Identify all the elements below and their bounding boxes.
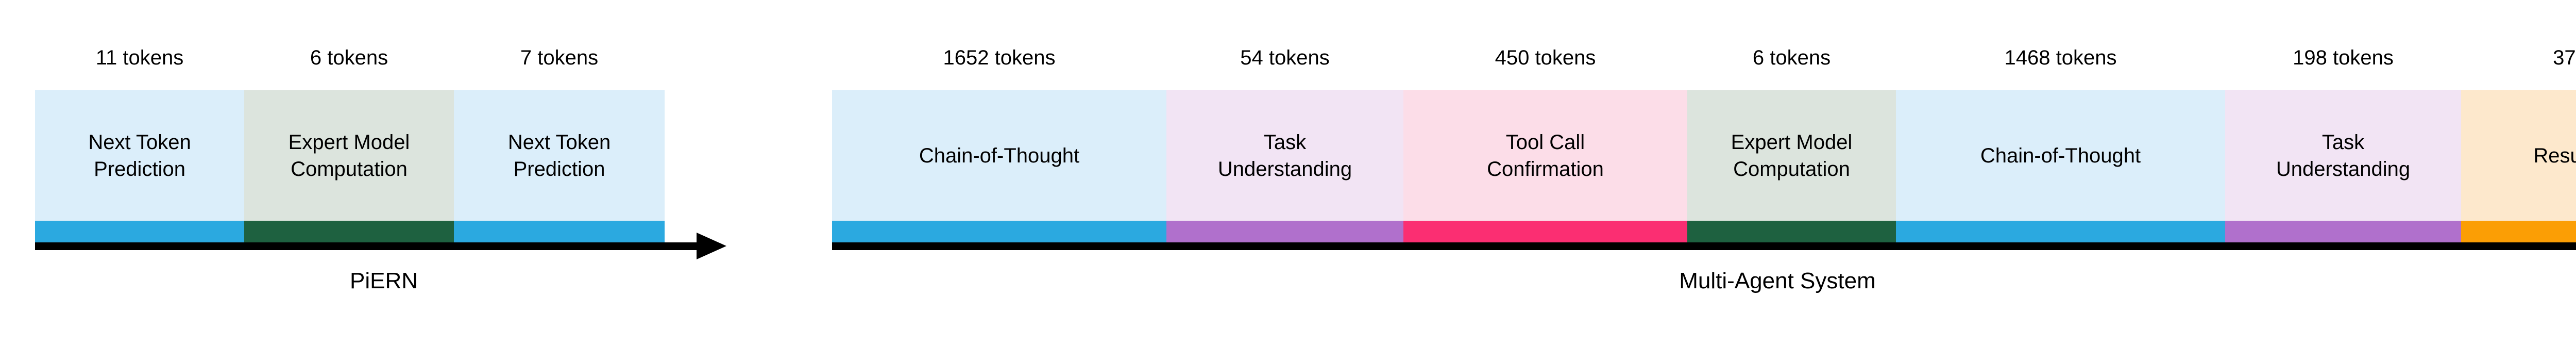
stage-block: Expert Model Computation [1687,90,1896,221]
stage-block-label: Task Understanding [1217,130,1352,180]
strip-segment [35,221,244,242]
stage-block-label: Result Analysis [2533,144,2576,167]
token-counts-multi-agent: 1652 tokens 54 tokens 450 tokens 6 token… [832,47,2576,78]
stage-block-label: Next Token Prediction [88,130,191,180]
timeline-arrow-head [697,233,726,259]
token-count-cell: 54 tokens [1166,47,1403,68]
stage-color-strip-multi-agent [832,221,2576,242]
strip-segment [2225,221,2461,242]
token-count-cell: 1652 tokens [832,47,1166,68]
stage-block: Chain-of-Thought [1896,90,2225,221]
token-count-cell: 371 tokens [2461,47,2576,68]
token-count-cell: 11 tokens [35,47,244,68]
strip-segment [244,221,454,242]
strip-segment [1166,221,1403,242]
strip-segment [454,221,665,242]
timeline-axis-line [832,242,2576,250]
strip-segment [1896,221,2225,242]
strip-segment [1403,221,1687,242]
token-count-cell: 450 tokens [1403,47,1687,68]
stage-block: Task Understanding [2225,90,2461,221]
stage-block: Next Token Prediction [454,90,665,221]
token-count-label: 54 tokens [1240,46,1330,69]
token-count-label: 7 tokens [520,46,599,69]
token-count-cell: 6 tokens [244,47,454,68]
stage-block-label: Chain-of-Thought [1980,144,2141,167]
stage-block: Task Understanding [1166,90,1403,221]
stage-block: Tool Call Confirmation [1403,90,1687,221]
token-count-label: 198 tokens [2293,46,2394,69]
stage-block-label: Tool Call Confirmation [1487,130,1604,180]
stage-block: Next Token Prediction [35,90,244,221]
stage-block: Expert Model Computation [244,90,454,221]
strip-segment [832,221,1166,242]
stage-block-label: Expert Model Computation [1731,130,1853,180]
token-counts-piern: 11 tokens 6 tokens 7 tokens [35,47,665,78]
stage-color-strip-piern [35,221,665,242]
timeline-caption: Multi-Agent System [1679,268,1876,293]
stage-blocks-piern: Next Token Prediction Expert Model Compu… [35,90,665,221]
token-count-cell: 198 tokens [2225,47,2461,68]
stage-block: Chain-of-Thought [832,90,1166,221]
token-count-label: 371 tokens [2553,46,2576,69]
stage-block-label: Chain-of-Thought [919,144,1080,167]
token-count-label: 6 tokens [1752,46,1831,69]
stage-block-label: Task Understanding [2276,130,2411,180]
token-count-label: 6 tokens [310,46,388,69]
token-count-label: 1468 tokens [2004,46,2117,69]
token-count-cell: 6 tokens [1687,47,1896,68]
stage-blocks-multi-agent: Chain-of-Thought Task Understanding Tool… [832,90,2576,221]
timeline-caption: PiERN [349,268,418,293]
strip-segment [1687,221,1896,242]
token-count-label: 11 tokens [95,46,184,69]
timeline-piern: 11 tokens 6 tokens 7 tokens Next Token P… [0,0,804,361]
token-count-cell: 7 tokens [454,47,665,68]
stage-block-label: Next Token Prediction [507,130,611,180]
token-count-label: 1652 tokens [943,46,1056,69]
strip-segment [2461,221,2576,242]
token-count-cell: 1468 tokens [1896,47,2225,68]
timeline-axis-line [35,242,697,250]
token-count-label: 450 tokens [1495,46,1596,69]
stage-block-label: Expert Model Computation [288,130,410,180]
stage-block: Result Analysis [2461,90,2576,221]
